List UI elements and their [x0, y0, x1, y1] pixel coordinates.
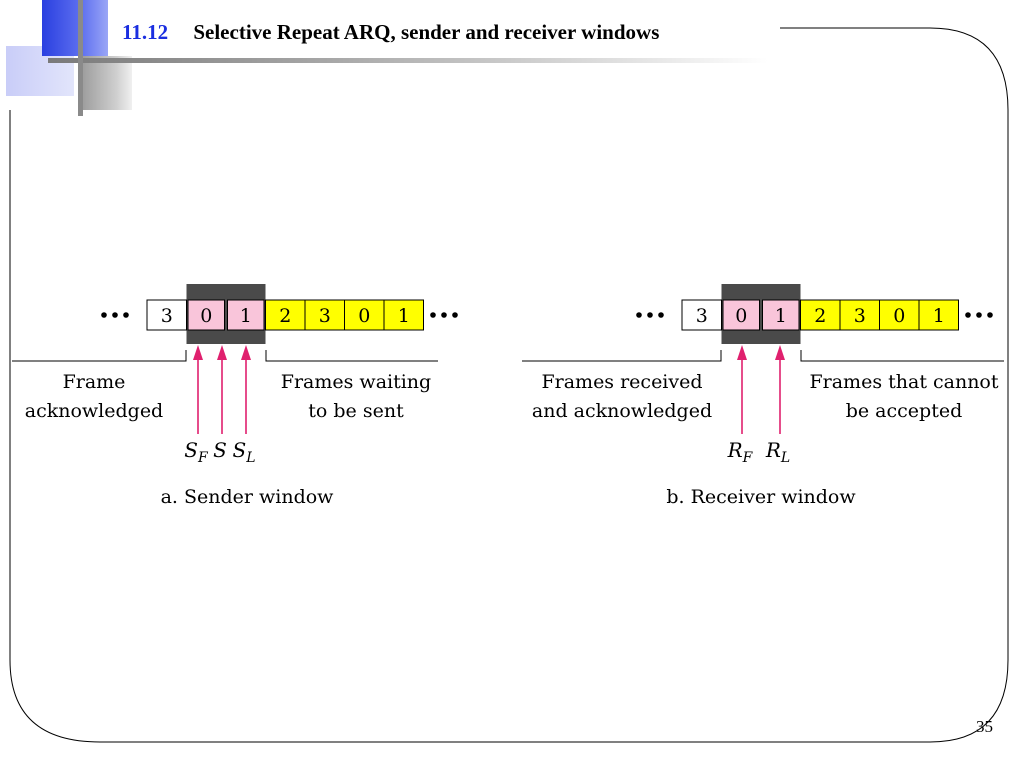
page-number: 35 [976, 717, 993, 736]
pointer-arrow-head [775, 345, 785, 360]
frame-number: 1 [240, 305, 252, 327]
frame-number: 1 [775, 305, 787, 327]
sender-caption: a. Sender window [161, 486, 335, 508]
right-region-label: to be sent [308, 400, 404, 422]
ellipsis-dot [101, 312, 107, 318]
frame-number: 0 [735, 305, 747, 327]
frame-box [187, 299, 225, 331]
frame-number: 2 [814, 305, 826, 327]
title-text: Selective Repeat ARQ, sender and receive… [193, 20, 660, 44]
frame-number: 1 [398, 305, 410, 327]
frame-number: 3 [696, 305, 708, 327]
header-decoration-blue [42, 0, 108, 56]
pointer-label: SF [184, 438, 209, 466]
right-region-label: Frames waiting [281, 371, 431, 393]
left-region-label: and acknowledged [532, 400, 712, 422]
left-bracket-line [12, 350, 187, 362]
frame-number: 1 [933, 305, 945, 327]
pointer-arrow-head [193, 345, 203, 360]
ellipsis-dot [647, 312, 653, 318]
frame-number: 3 [854, 305, 866, 327]
ellipsis-dot [430, 312, 436, 318]
right-bracket-line [265, 350, 438, 362]
header-decoration-gray [80, 56, 132, 110]
frame-number: 2 [279, 305, 291, 327]
ellipsis-dot [441, 312, 447, 318]
frame-number: 3 [161, 305, 173, 327]
frame-box [918, 299, 959, 331]
frame-box [146, 299, 187, 331]
frame-number: 0 [358, 305, 370, 327]
right-region-label: Frames that cannot [809, 371, 998, 393]
frame-box [304, 299, 345, 331]
pointer-label: RF [727, 438, 754, 466]
right-bracket-line [800, 350, 1004, 362]
pointer-arrow-head [217, 345, 227, 360]
header-vertical-rule [78, 0, 83, 116]
ellipsis-dot [112, 312, 118, 318]
right-region-label: be accepted [846, 400, 963, 422]
left-bracket-line [522, 350, 722, 362]
ellipsis-dot [636, 312, 642, 318]
frame-box [383, 299, 424, 331]
frame-number: 3 [319, 305, 331, 327]
pointer-label: RL [765, 438, 790, 466]
slide-title: 11.12 Selective Repeat ARQ, sender and r… [122, 20, 659, 45]
frame-box [762, 299, 800, 331]
ellipsis-dot [965, 312, 971, 318]
left-region-label: Frame [63, 371, 126, 393]
header-rule [48, 58, 768, 63]
pointer-label: S [213, 438, 227, 462]
frame-number: 0 [200, 305, 212, 327]
content-border [9, 27, 1009, 743]
left-region-label: acknowledged [25, 400, 163, 422]
frame-box [681, 299, 722, 331]
receiver-caption: b. Receiver window [666, 486, 856, 508]
left-region-label: Frames received [541, 371, 702, 393]
ellipsis-dot [123, 312, 129, 318]
ellipsis-dot [976, 312, 982, 318]
frame-box [227, 299, 265, 331]
ellipsis-dot [987, 312, 993, 318]
pointer-arrow-head [737, 345, 747, 360]
frame-number: 0 [893, 305, 905, 327]
frame-box [879, 299, 920, 331]
frame-box [265, 299, 306, 331]
pointer-arrow-head [241, 345, 251, 360]
section-number: 11.12 [122, 20, 169, 44]
ellipsis-dot [452, 312, 458, 318]
pointer-label: SL [233, 438, 256, 466]
ellipsis-dot [658, 312, 664, 318]
frame-box [722, 299, 760, 331]
